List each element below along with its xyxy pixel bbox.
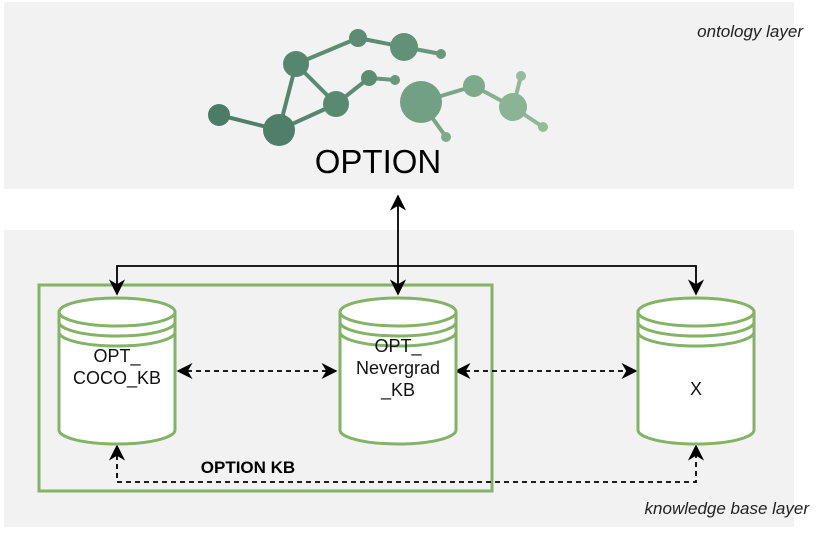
ontology-to-kb-connectors	[108, 194, 705, 296]
option-kb-group-title: OPTION KB	[201, 458, 295, 477]
cylinder-ring	[338, 311, 458, 328]
kb-bus-arrow	[108, 265, 705, 296]
cylinder-ring	[636, 311, 756, 328]
opt-coco-kb-label-line: COCO_KB	[73, 368, 161, 389]
molecule-network-icon	[208, 29, 548, 146]
opt-nevergrad-kb-database: OPT_Nevergrad_KB	[338, 296, 458, 446]
x-kb-label-line: X	[690, 379, 702, 399]
cylinder-ring	[57, 331, 177, 348]
opt-coco-kb-label-line: OPT_	[93, 346, 141, 367]
cylinder-ring	[338, 331, 458, 348]
kb-interlinks	[108, 362, 705, 483]
ontology-layer-panel	[4, 2, 794, 189]
cylinder-ring	[636, 321, 756, 338]
database-cylinder-icon	[636, 296, 756, 446]
opt-nevergrad-kb-label-line: Nevergrad	[356, 358, 440, 378]
opt-nevergrad-kb-label-line: _KB	[380, 380, 415, 401]
cylinder-ring	[57, 311, 177, 328]
opt-nevergrad-kb-label-line: OPT_	[374, 336, 422, 357]
cylinder-ring	[57, 321, 177, 338]
ontology-layer-label: ontology layer	[697, 22, 803, 41]
knowledge-base-layer-label: knowledge base layer	[644, 499, 809, 518]
opt-coco-kb-database: OPT_COCO_KB	[57, 296, 177, 446]
coco-x-dashed-arrow	[108, 444, 705, 483]
cylinder-ring	[338, 321, 458, 338]
cylinder-ring	[636, 331, 756, 348]
ontology-title: OPTION	[315, 143, 442, 180]
x-kb-database: X	[636, 296, 756, 446]
